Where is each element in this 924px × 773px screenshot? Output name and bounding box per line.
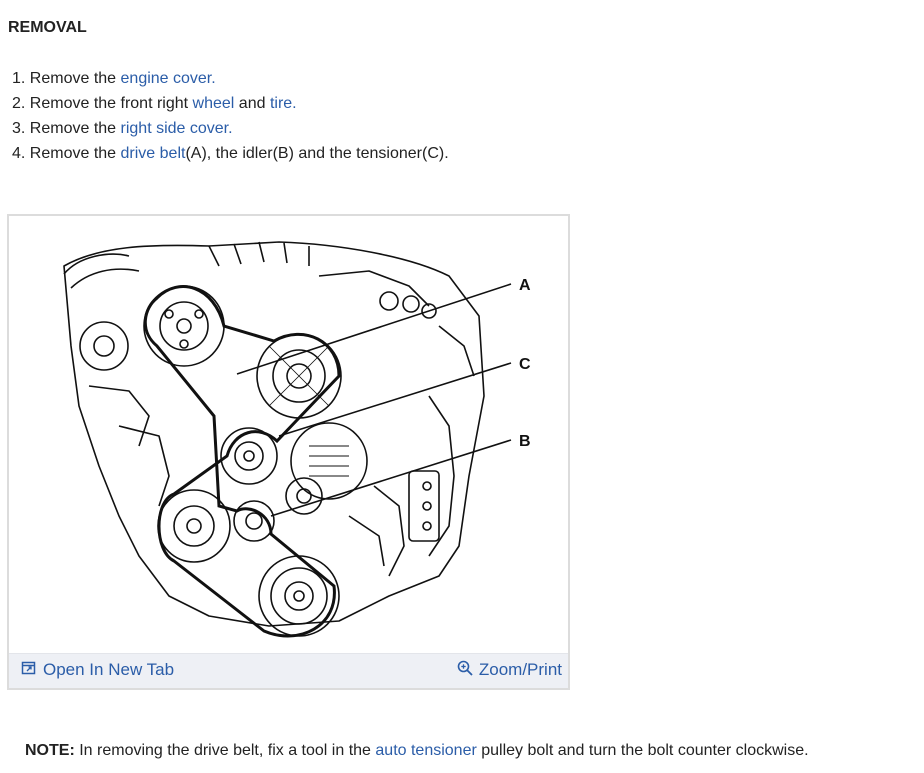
step-number: 1. xyxy=(12,70,26,87)
open-in-new-tab-button[interactable]: Open In New Tab xyxy=(21,660,174,680)
note-paragraph: NOTE: In removing the drive belt, fix a … xyxy=(25,742,809,760)
auto-tensioner-link[interactable]: auto tensioner xyxy=(375,742,477,759)
engine-diagram-figure: A C B Open In New Tab xyxy=(7,214,570,690)
step-number: 4. xyxy=(12,145,26,162)
magnifier-plus-icon xyxy=(457,660,473,678)
step-number: 3. xyxy=(12,120,26,137)
callout-c: C xyxy=(519,356,531,373)
note-text: In removing the drive belt, fix a tool i… xyxy=(74,742,376,759)
step-item: 3. Remove the right side cover. xyxy=(12,116,449,141)
callout-b: B xyxy=(519,433,531,450)
figure-toolbar: Open In New Tab Zoom/Print xyxy=(9,653,568,688)
step-number: 2. xyxy=(12,95,26,112)
note-label: NOTE: xyxy=(25,742,75,759)
step-text: (A), the idler(B) and the tensioner(C). xyxy=(185,145,449,162)
step-text: Remove the xyxy=(29,145,121,162)
step-text: Remove the front right xyxy=(29,95,193,112)
step-item: 2. Remove the front right wheel and tire… xyxy=(12,91,449,116)
callout-a: A xyxy=(519,277,531,294)
step-item: 1. Remove the engine cover. xyxy=(12,66,449,91)
open-in-new-tab-label: Open In New Tab xyxy=(43,660,175,679)
right-side-cover-link[interactable]: right side cover. xyxy=(120,120,233,137)
step-text: Remove the xyxy=(29,70,121,87)
engine-belt-diagram: A C B xyxy=(63,241,531,638)
step-item: 4. Remove the drive belt(A), the idler(B… xyxy=(12,141,449,166)
note-text: pulley bolt and turn the bolt counter cl… xyxy=(476,742,809,759)
removal-steps: 1. Remove the engine cover. 2. Remove th… xyxy=(12,66,449,166)
step-text: and xyxy=(234,95,270,112)
section-heading: REMOVAL xyxy=(8,19,87,36)
drive-belt-link[interactable]: drive belt xyxy=(120,145,186,162)
zoom-print-button[interactable]: Zoom/Print xyxy=(457,660,562,680)
zoom-print-label: Zoom/Print xyxy=(478,660,562,679)
tire-link[interactable]: tire. xyxy=(269,95,297,112)
engine-cover-link[interactable]: engine cover. xyxy=(120,70,216,87)
step-text: Remove the xyxy=(29,120,121,137)
wheel-link[interactable]: wheel xyxy=(192,95,235,112)
external-window-icon xyxy=(21,661,37,678)
